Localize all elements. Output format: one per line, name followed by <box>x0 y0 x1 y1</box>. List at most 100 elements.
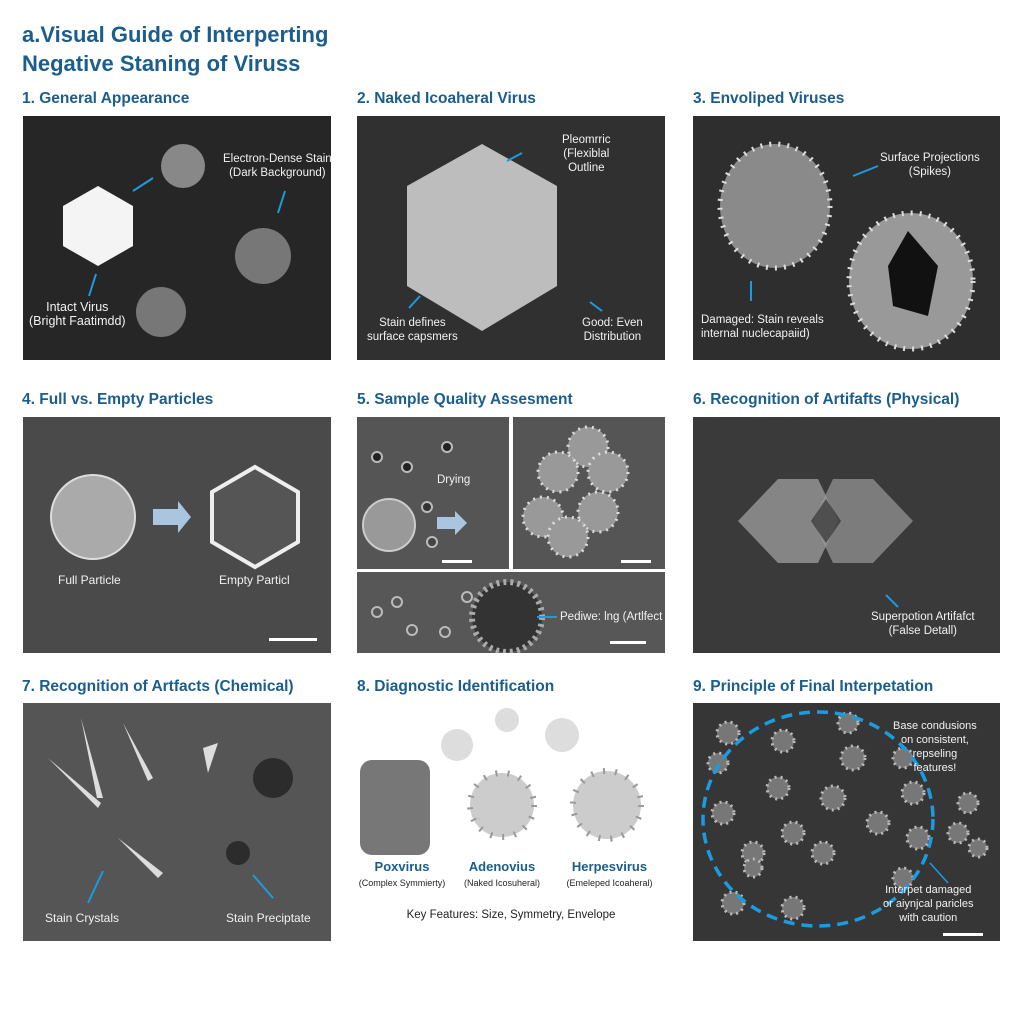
arrow-icon <box>852 165 879 177</box>
scale-bar <box>442 560 472 563</box>
scale-bar <box>621 560 651 563</box>
label-surface-projections: Surface Projections (Spikes) <box>880 152 980 178</box>
virus-diagrams <box>360 708 644 855</box>
panel-5-pooling: Pediwe: lng (Artlfect <box>357 572 665 653</box>
label-intact-virus: Intact Virus (Bright Faatimdd) <box>29 300 126 328</box>
virus-diagram <box>441 729 473 761</box>
panel-general-appearance: Electron-Dense Stain (Dark Background) I… <box>23 116 331 360</box>
adenovirus-desc: (Naked Icosuheral) <box>463 878 541 888</box>
micrograph-1 <box>63 144 291 337</box>
virus-diagram <box>495 708 519 732</box>
intact-virus-particle <box>63 186 133 266</box>
arrow-icon <box>408 295 421 309</box>
label-stain-crystals: Stain Crystals <box>45 911 120 925</box>
micrograph-2 <box>407 144 603 331</box>
arrow-icon <box>88 273 97 297</box>
adenovirus-diagram <box>467 770 537 840</box>
label-base-conclusions: Base condusions on consistent, repseling… <box>893 720 977 774</box>
micrograph-5c <box>371 579 557 653</box>
figure-title: a.Visual Guide of Interperting Negative … <box>22 20 328 78</box>
adenovirus-name: Adenovius <box>468 859 536 874</box>
title-line-2: Negative Staning of Viruss <box>22 51 301 76</box>
arrow-icon <box>132 177 154 192</box>
panel-3-title: 3. Envoliped Viruses <box>693 90 845 107</box>
panel-6-title: 6. Recognition of Artifafts (Physical) <box>693 391 960 408</box>
icosahedral-virus <box>407 144 557 331</box>
label-stain-precipitate: Stain Preciptate <box>226 911 311 925</box>
virus-particle <box>136 287 186 337</box>
panel-2-title: 2. Naked Icoaheral Virus <box>357 90 536 107</box>
arrow-icon <box>929 862 949 884</box>
consistent-features-circle <box>701 710 935 928</box>
arrow-icon <box>589 301 603 312</box>
arrow-icon <box>277 190 286 214</box>
stain-pooling-artifact <box>469 579 545 653</box>
label-electron-dense-stain: Electron-Dense Stain (Dark Background) <box>223 153 331 179</box>
panel-9-title: 9. Principle of Final Interpetation <box>693 678 934 695</box>
scale-bar <box>943 933 983 936</box>
arrow-icon <box>252 874 274 899</box>
scale-bar <box>610 641 646 644</box>
panel-naked-icosahedral: Pleomrric (Flexiblal Outline Stain defin… <box>357 116 665 360</box>
label-interpret-caution: Interpet damaged or aiynjcal paricles wi… <box>883 884 974 924</box>
micrograph-7 <box>48 718 293 904</box>
panel-5-drying: Drying <box>357 417 509 569</box>
arrow-icon <box>885 594 899 608</box>
stain-crystals <box>48 718 218 878</box>
panel-full-vs-empty: Full Particle Empty Particl <box>23 417 331 653</box>
virus-particle <box>235 228 291 284</box>
herpesvirus-desc: (Emeleped Icoaheral) <box>566 878 653 888</box>
micrograph-5b <box>521 425 630 559</box>
micrograph-3 <box>717 141 976 352</box>
label-empty-particle: Empty Particl <box>219 573 290 587</box>
arrow-icon <box>506 152 523 162</box>
poxvirus-desc: (Complex Symmierty) <box>358 878 446 888</box>
label-pooling-artifact: Pediwe: lng (Artlfect <box>560 611 663 623</box>
internal-nucleocapsid <box>888 231 938 316</box>
aggregated-particles <box>521 425 630 559</box>
virus-diagram <box>545 718 579 752</box>
panel-enveloped-viruses: Surface Projections (Spikes) Damaged: St… <box>693 116 1000 360</box>
label-pleomorphic: Pleomrric (Flexiblal Outline <box>562 134 611 174</box>
herpesvirus-diagram <box>570 768 644 842</box>
label-full-particle: Full Particle <box>58 573 121 587</box>
virus-particle <box>161 144 205 188</box>
herpesvirus-name: Herpesvirus <box>571 859 648 874</box>
micrograph-5a <box>362 441 467 552</box>
label-superposition: Superpotion Artifafct (False Detall) <box>871 611 975 637</box>
overlapping-particle <box>738 479 838 563</box>
label-even-distribution: Good: Even Distribution <box>582 317 643 343</box>
panel-4-title: 4. Full vs. Empty Particles <box>22 391 214 408</box>
panel-diagnostic-identification: Poxvirus (Complex Symmierty) Adenovius (… <box>357 700 665 941</box>
panel-physical-artifacts: Superpotion Artifafct (False Detall) <box>693 417 1000 653</box>
virus-particles <box>706 711 989 921</box>
panel-chemical-artifacts: Stain Crystals Stain Preciptate <box>23 703 331 941</box>
panel-final-interpretation: Base condusions on consistent, repseling… <box>693 703 1000 941</box>
empty-particle <box>210 464 300 570</box>
key-features: Key Features: Size, Symmetry, Envelope <box>406 909 616 921</box>
enveloped-virus <box>717 141 833 271</box>
poxvirus-name: Poxvirus <box>374 859 430 874</box>
label-stain-defines: Stain defines surface capsmers <box>367 317 458 343</box>
label-drying: Drying <box>437 474 471 486</box>
micrograph-6 <box>738 479 913 608</box>
virus-particle <box>362 498 416 552</box>
scale-bar <box>269 638 317 641</box>
stain-precipitate <box>226 758 293 865</box>
label-damaged: Damaged: Stain reveals internal nuclecap… <box>701 314 824 340</box>
superposition-region <box>811 499 841 543</box>
panel-1-title: 1. General Appearance <box>22 90 190 107</box>
arrow-icon <box>437 511 467 535</box>
panel-5-title: 5. Sample Quality Assesment <box>357 391 573 408</box>
micrograph-4 <box>50 464 300 570</box>
panel-7-title: 7. Recognition of Artfacts (Chemical) <box>22 678 294 695</box>
panel-8-title: 8. Diagnostic Identification <box>357 678 555 695</box>
panel-5-aggregation <box>513 417 665 569</box>
micrograph-9 <box>701 710 989 936</box>
poxvirus-diagram <box>360 760 430 855</box>
overlapping-particle <box>813 479 913 563</box>
arrow-icon <box>87 870 104 904</box>
arrow-icon <box>153 501 191 533</box>
title-line-1: a.Visual Guide of Interperting <box>22 22 329 47</box>
full-particle <box>50 474 136 560</box>
